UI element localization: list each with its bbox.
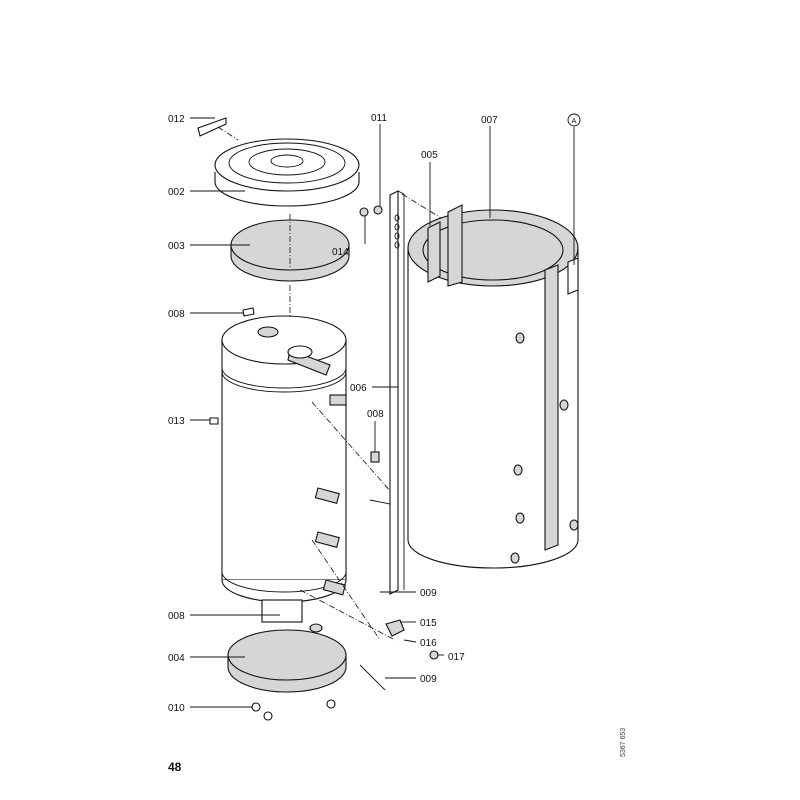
callout-009-bottom: 009 (420, 674, 437, 685)
callout-002: 002 (168, 187, 185, 198)
callout-008-top: 008 (168, 309, 185, 320)
foot-010 (326, 699, 336, 709)
detail-marker-label: A (572, 118, 577, 125)
callout-008-bottom: 008 (168, 611, 185, 622)
storage-tank (221, 315, 347, 603)
callout-012: 012 (168, 114, 185, 125)
callout-011: 011 (371, 113, 387, 124)
label-strip-012 (197, 117, 227, 137)
callout-009-top: 009 (420, 588, 437, 599)
page-number: 48 (168, 760, 182, 774)
drawing-code: 5367 653 (620, 728, 627, 757)
cap-017 (429, 650, 439, 660)
callout-003: 003 (168, 241, 185, 252)
callout-008-mid: 008 (367, 409, 384, 420)
callout-007: 007 (481, 115, 498, 126)
detail-marker-a: A (567, 113, 581, 127)
bottom-insulation-004 (227, 599, 347, 693)
callout-017: 017 (448, 652, 465, 663)
foot-010 (263, 711, 273, 721)
clip-008 (242, 307, 255, 317)
clip-008 (370, 451, 380, 463)
top-cover-002 (214, 138, 360, 207)
callout-013: 013 (168, 416, 185, 427)
callout-005: 005 (421, 150, 438, 161)
screw-011 (373, 205, 383, 215)
screw-014 (359, 207, 369, 217)
insulation-jacket-007 (407, 204, 579, 569)
callout-006: 006 (350, 383, 367, 394)
callout-015: 015 (420, 618, 437, 629)
callout-004: 004 (168, 653, 185, 664)
callout-010: 010 (168, 703, 185, 714)
callout-016: 016 (420, 638, 437, 649)
foot-010 (251, 702, 261, 712)
callout-014: 014 (332, 247, 349, 258)
rail-006 (389, 190, 405, 595)
part-015 (385, 619, 405, 637)
callout-leaders (190, 117, 575, 708)
sensor-holder-013 (209, 417, 219, 425)
